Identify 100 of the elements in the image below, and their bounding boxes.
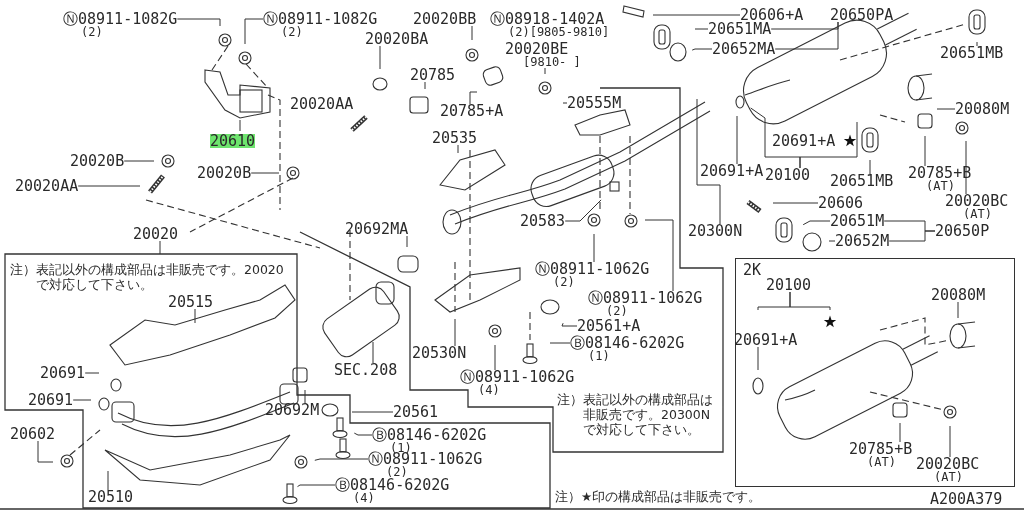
part-number: Ⓝ08911-1082G: [263, 12, 378, 26]
part-number: Ⓑ08146-6202G: [570, 336, 685, 350]
part-number: 20510: [88, 490, 134, 504]
part-number: 20020BC: [916, 457, 980, 471]
leader-line: [924, 135, 926, 167]
leader-line: [77, 185, 141, 187]
leader-line: [652, 14, 741, 16]
leader-line: [696, 98, 721, 225]
part-number: 20651M: [830, 214, 885, 228]
part-number: 20651MB: [830, 174, 894, 188]
part-number: 20020BE: [505, 42, 570, 56]
leader-line: [772, 202, 819, 204]
leader-line: [736, 115, 738, 165]
part-number: 20020B: [70, 154, 125, 168]
part-note: (2): [81, 26, 103, 38]
leader-line: [899, 422, 901, 443]
part-number: 20300N: [688, 224, 743, 238]
leader-line: [84, 372, 100, 374]
part-number: 20691+A: [700, 164, 764, 178]
leader-line: [454, 318, 456, 347]
leader-line: [561, 322, 578, 327]
leader-line: [250, 172, 280, 174]
part-number: 20020BB: [413, 12, 477, 26]
part-note: (4): [478, 384, 500, 396]
part-number: Ⓑ08146-6202G: [372, 428, 487, 442]
leader-line: [194, 308, 196, 324]
part-number: SEC.208: [334, 363, 398, 377]
part-number: Ⓝ08911-1082G: [63, 12, 178, 26]
part-number: 20652MA: [712, 42, 776, 56]
part-number: 20555M: [567, 96, 622, 110]
leader-line: [694, 28, 709, 30]
part-number: 20535: [432, 131, 478, 145]
leader-line: [644, 219, 674, 292]
part-note: [9810- ]: [523, 56, 581, 68]
leader-line: [107, 470, 109, 491]
leader-line: [757, 346, 759, 371]
leader-line: [828, 240, 836, 242]
leader-line: [549, 342, 571, 344]
part-number: 20020AA: [15, 179, 79, 193]
part-note: (AT): [934, 471, 964, 483]
part-number: 20561+A: [577, 319, 641, 333]
part-number: 20530N: [412, 346, 467, 360]
part-note: (2): [553, 276, 575, 288]
leader-line: [304, 389, 306, 404]
leader-line: [957, 301, 959, 319]
leader-line: [544, 67, 546, 75]
part-number: 20650PA: [830, 8, 894, 22]
leader-line: [379, 45, 381, 70]
part-number: 20651MB: [940, 46, 1004, 60]
leader-line: [471, 25, 473, 41]
leader-line: [469, 91, 478, 105]
part-number: 20583: [520, 214, 566, 228]
part-number: Ⓝ08911-1062G: [460, 370, 575, 384]
part-number: 20785+B: [908, 166, 972, 180]
leader-line: [351, 411, 394, 413]
part-note: (2)[9805-9810]: [508, 26, 610, 38]
leader-line: [564, 199, 602, 222]
part-number: 20100: [766, 278, 812, 292]
part-number: 20080M: [931, 288, 986, 302]
part-note: (1): [588, 350, 610, 362]
part-number: 20691: [28, 393, 74, 407]
leader-line: [239, 119, 241, 132]
leader-line: [123, 160, 155, 162]
panel-heading: 2K: [743, 263, 763, 277]
part-number: 20561: [393, 405, 439, 419]
leader-line: [869, 159, 871, 175]
part-number: 20610: [210, 134, 256, 148]
leader-line: [244, 18, 264, 45]
leader-line: [949, 425, 951, 458]
part-number: Ⓝ08918-1402A: [490, 12, 605, 26]
part-number: Ⓝ08911-1062G: [588, 291, 703, 305]
leader-line: [936, 108, 956, 110]
part-number: 20650P: [935, 224, 990, 238]
part-number: 20606+A: [740, 8, 804, 22]
leader-line: [789, 291, 831, 311]
leader-line: [888, 230, 936, 242]
leader-line: [353, 432, 373, 436]
note-text: 注）表記以外の構成部品は非販売です。20300N で対応して下さい。: [557, 392, 714, 437]
leader-line: [965, 140, 967, 195]
part-number: Ⓑ08146-6202G: [335, 478, 450, 492]
leader-line: [406, 235, 408, 248]
figure-code: A200A379: [930, 492, 1003, 507]
part-number: 20692M: [265, 403, 320, 417]
part-note: (2): [386, 466, 408, 478]
note-text: 注）表記以外の構成部品は非販売です。20020 で対応して下さい。: [10, 262, 285, 292]
part-number: 20020: [133, 227, 179, 241]
leader-line: [799, 121, 858, 169]
part-number: 20691+A: [772, 134, 836, 148]
part-note: (4): [353, 492, 375, 504]
leader-line: [774, 21, 839, 50]
part-number: 20651MA: [708, 22, 772, 36]
part-note: (1): [390, 442, 412, 454]
part-number: 20691: [40, 366, 86, 380]
part-number: 20652M: [835, 234, 890, 248]
part-number: 20785+B: [849, 442, 913, 456]
leader-line: [593, 233, 595, 263]
part-note: (AT): [963, 208, 993, 220]
part-number: 20020BC: [945, 194, 1009, 208]
leader-line: [159, 240, 161, 255]
leader-line: [691, 48, 713, 51]
